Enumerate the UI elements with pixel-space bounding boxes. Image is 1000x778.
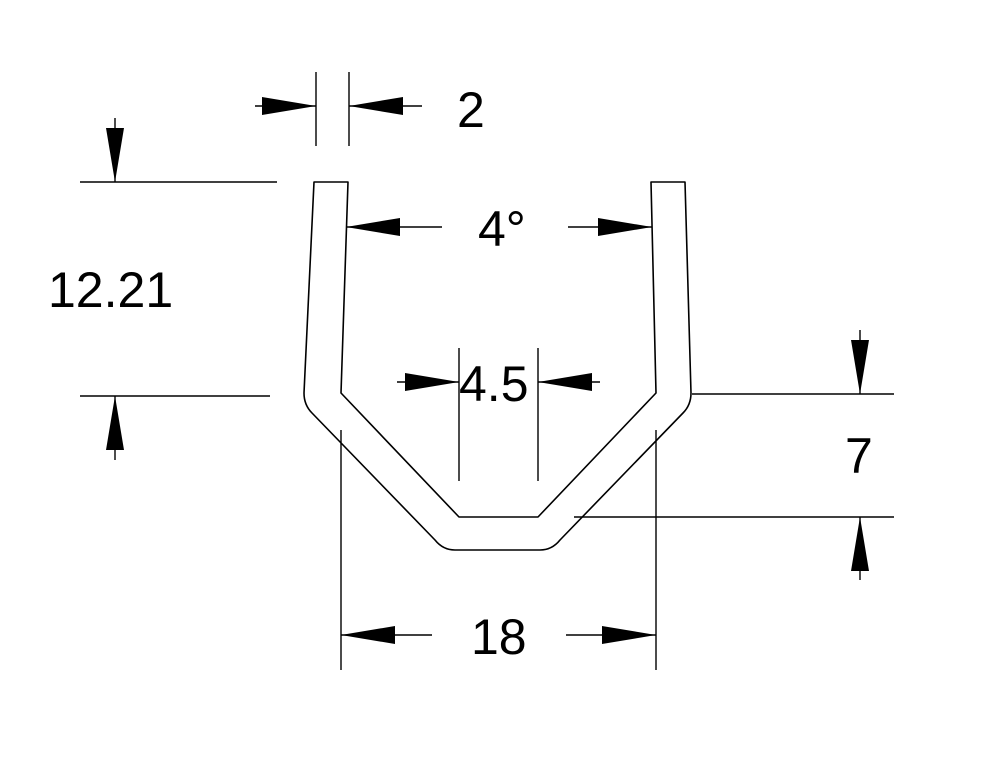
height-arrow-top [106, 128, 124, 182]
depth-arrow-top [851, 340, 869, 394]
height-arrow-bottom [106, 396, 124, 450]
width-arrow-left [341, 626, 395, 644]
angle-arrow-left [346, 218, 400, 236]
thickness-arrow-left [262, 97, 316, 115]
angle-label: 4° [478, 201, 526, 257]
depth-label: 7 [845, 428, 873, 484]
width-arrow-right [602, 626, 656, 644]
width-label: 18 [471, 609, 527, 665]
depth-arrow-bottom [851, 517, 869, 571]
bottom-width-label: 4.5 [459, 356, 529, 412]
angle-arrow-right [598, 218, 652, 236]
thickness-label: 2 [457, 82, 485, 138]
height-label: 12.21 [48, 262, 173, 318]
thickness-arrow-right [349, 97, 403, 115]
bottom-width-arrow-right [538, 373, 592, 391]
channel-profile-outline [303, 181, 692, 551]
bottom-width-arrow-left [405, 373, 459, 391]
